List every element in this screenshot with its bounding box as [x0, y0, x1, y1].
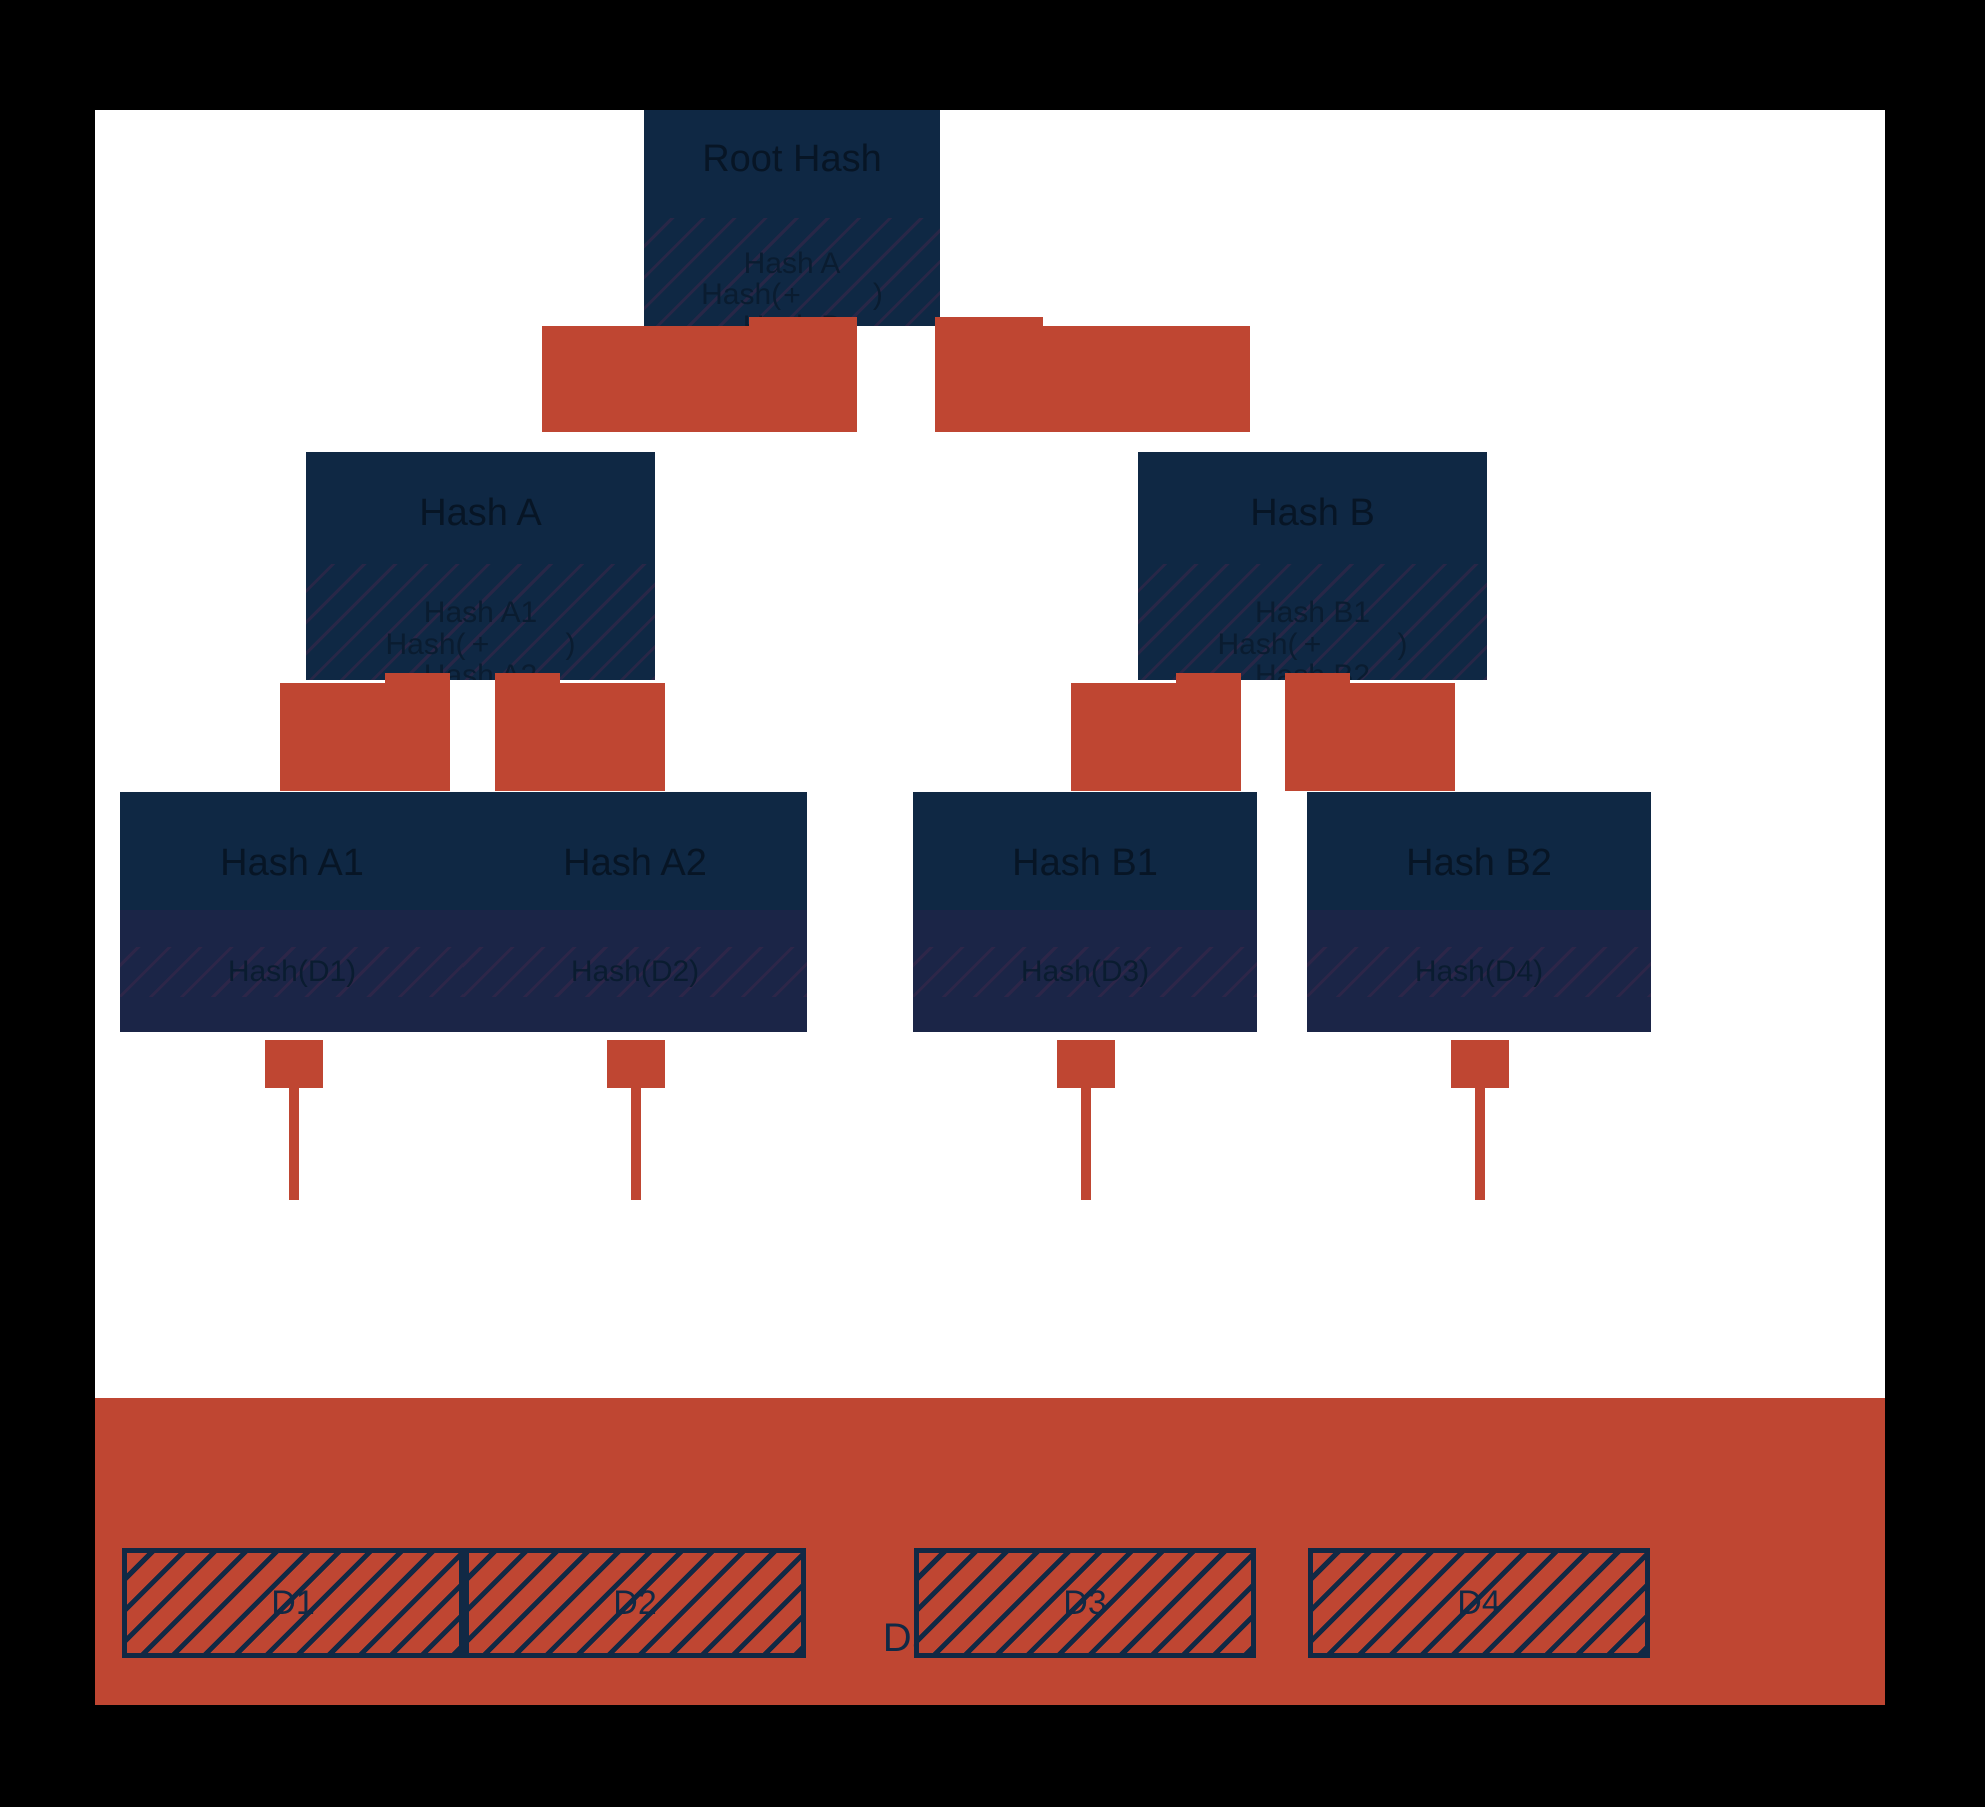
connector-hash-a-to-a1-stem — [385, 673, 450, 715]
connector-root-to-hash-a-stem — [749, 317, 857, 357]
operand-1: Hash A1 — [423, 596, 538, 629]
connector-hash-b-to-b1-stem — [1176, 673, 1241, 715]
stub-line-hash-a2-to-d2 — [631, 1088, 641, 1200]
data-block-d4-label: D4 — [1457, 1583, 1501, 1622]
operand-1: Hash A — [743, 247, 841, 280]
data-block-d2-label: D2 — [613, 1583, 657, 1622]
operator: + — [783, 278, 801, 312]
operand-1: Hash B1 — [1254, 596, 1371, 629]
node-hash-a2-formula: Hash(D2) — [570, 955, 700, 988]
stub-hash-b1-to-d3 — [1057, 1040, 1115, 1088]
data-block-d3-label: D3 — [1063, 1583, 1107, 1622]
data-block-d3[interactable]: D3 — [914, 1548, 1256, 1658]
formula-prefix: Hash( — [701, 278, 782, 311]
node-hash-a1[interactable]: Hash A1 Hash(D1) — [120, 792, 464, 1032]
node-hash-b-operands: Hash B1 + Hash B2 — [1138, 597, 1487, 680]
stub-hash-b2-to-d4 — [1451, 1040, 1509, 1088]
connector-root-to-hash-b-stem — [935, 317, 1043, 357]
node-root-hash-title: Root Hash — [702, 138, 882, 180]
node-root-hash-hatch — [644, 218, 940, 326]
formula-suffix: ) — [872, 278, 883, 311]
node-hash-a-title: Hash A — [419, 492, 542, 534]
diagram-panel: Root Hash Hash A + Hash B Hash( ) Hash A… — [95, 110, 1885, 1705]
node-hash-a1-formula: Hash(D1) — [227, 955, 357, 988]
stub-line-hash-a1-to-d1 — [289, 1088, 299, 1200]
node-hash-b2-hatch — [1307, 947, 1651, 997]
node-hash-b-formula-wrap: Hash( ) — [1138, 628, 1487, 662]
node-hash-b-hatch — [1138, 564, 1487, 680]
node-hash-a[interactable]: Hash A Hash A1 + Hash A2 Hash( ) — [306, 452, 655, 680]
node-hash-b1[interactable]: Hash B1 Hash(D3) — [913, 792, 1257, 1032]
stub-line-hash-b2-to-d4 — [1475, 1088, 1485, 1200]
node-hash-a-formula-wrap: Hash( ) — [306, 628, 655, 662]
stub-hash-a1-to-d1 — [265, 1040, 323, 1088]
operator: + — [471, 627, 490, 661]
data-block-d1-label: D1 — [271, 1583, 315, 1622]
node-hash-b[interactable]: Hash B Hash B1 + Hash B2 Hash( ) — [1138, 452, 1487, 680]
data-block-d1[interactable]: D1 — [122, 1548, 464, 1658]
connector-hash-a-to-a2-stem — [495, 673, 560, 715]
formula-prefix: Hash( — [385, 628, 466, 661]
operand-2: Hash A2 — [423, 659, 538, 680]
node-root-hash-formula-wrap: Hash( ) — [644, 278, 940, 312]
connector-hash-b-to-b2-stem — [1285, 673, 1350, 715]
node-hash-b1-hatch — [913, 947, 1257, 997]
node-hash-b-title: Hash B — [1250, 492, 1375, 534]
node-hash-b1-title: Hash B1 — [1012, 842, 1158, 884]
node-hash-b2-formula: Hash(D4) — [1414, 955, 1544, 988]
node-hash-b2[interactable]: Hash B2 Hash(D4) — [1307, 792, 1651, 1032]
node-hash-a2[interactable]: Hash A2 Hash(D2) — [463, 792, 807, 1032]
node-hash-a-hatch — [306, 564, 655, 680]
formula-suffix: ) — [1397, 628, 1408, 661]
stub-line-hash-b1-to-d3 — [1081, 1088, 1091, 1200]
node-root-hash[interactable]: Root Hash Hash A + Hash B Hash( ) — [644, 110, 940, 326]
formula-prefix: Hash( — [1217, 628, 1298, 661]
operator: + — [1303, 627, 1322, 661]
node-hash-a2-title: Hash A2 — [563, 842, 707, 884]
node-hash-a1-title: Hash A1 — [220, 842, 364, 884]
formula-suffix: ) — [565, 628, 576, 661]
node-hash-a2-hatch — [463, 947, 807, 997]
node-hash-a1-hatch — [120, 947, 464, 997]
node-hash-b1-formula: Hash(D3) — [1020, 955, 1150, 988]
data-block-d4[interactable]: D4 — [1308, 1548, 1650, 1658]
data-block-d2[interactable]: D2 — [464, 1548, 806, 1658]
stub-hash-a2-to-d2 — [607, 1040, 665, 1088]
node-hash-b2-title: Hash B2 — [1406, 842, 1552, 884]
